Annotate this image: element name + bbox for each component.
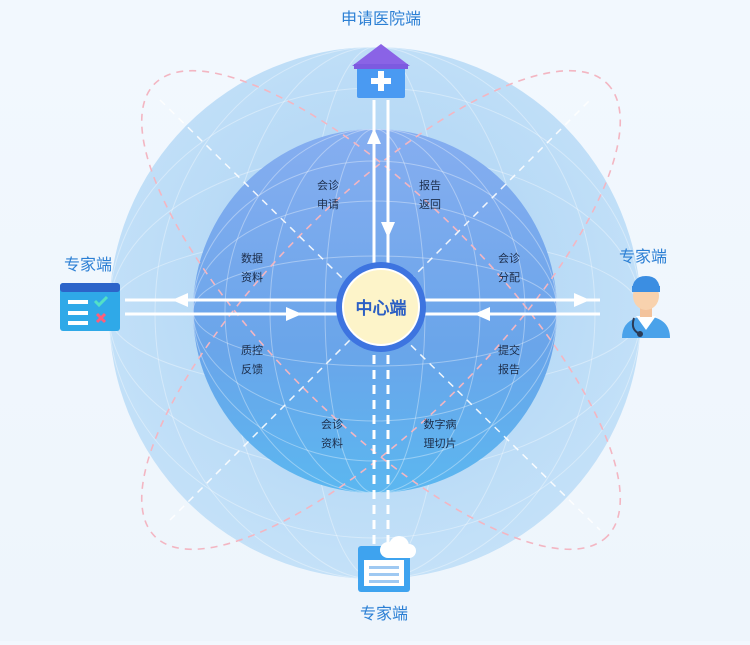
arrow-left-out <box>172 293 188 307</box>
node-label-left: 专家端 <box>64 255 112 274</box>
flow-submit-report-2: 报告 <box>498 362 520 376</box>
flow-consult-assign-1: 会诊 <box>498 251 520 265</box>
arrow-left-in <box>286 307 302 321</box>
orbit-ellipses <box>140 69 622 551</box>
flow-submit-report-1: 提交 <box>498 343 520 357</box>
node-label-bottom: 专家端 <box>360 604 408 623</box>
flow-consult-apply-2: 申请 <box>317 198 339 211</box>
center-hub <box>342 268 420 346</box>
form-checklist-icon <box>60 283 120 331</box>
flow-qc-feedback-2: 反馈 <box>241 363 263 376</box>
flow-report-return-2: 返回 <box>419 198 441 211</box>
hospital-icon <box>352 44 410 98</box>
cloud-document-icon <box>358 536 416 592</box>
flow-consult-assign-2: 分配 <box>498 271 520 284</box>
arrow-down <box>381 222 395 238</box>
diagonal-links <box>159 99 601 531</box>
flow-consult-material-2: 资料 <box>321 436 343 450</box>
doctor-icon <box>622 276 670 338</box>
vertical-links-bottom <box>372 355 390 548</box>
flow-consult-apply-1: 会诊 <box>317 178 339 192</box>
node-label-top: 申请医院端 <box>341 9 421 28</box>
flow-labels: 会诊 申请 报告 返回 数据 资料 会诊 分配 质控 反馈 提交 报告 会诊 资… <box>241 178 520 450</box>
arrow-right-out <box>574 293 590 307</box>
horizontal-links <box>125 298 600 316</box>
node-label-right: 专家端 <box>619 247 667 266</box>
flow-consult-material-1: 会诊 <box>321 417 343 431</box>
arrow-up <box>367 128 381 144</box>
node-labels: 申请医院端 专家端 专家端 专家端 <box>64 9 667 623</box>
flow-qc-feedback-1: 质控 <box>241 343 263 357</box>
flow-digital-slide-1: 数字病 <box>424 417 457 431</box>
flow-data-material-1: 数据 <box>241 251 263 265</box>
center-hub-label: 中心端 <box>356 298 407 319</box>
flow-data-material-2: 资料 <box>241 270 263 284</box>
flow-report-return-1: 报告 <box>419 178 441 192</box>
flow-digital-slide-2: 理切片 <box>424 437 457 450</box>
arrow-right-in <box>474 307 490 321</box>
